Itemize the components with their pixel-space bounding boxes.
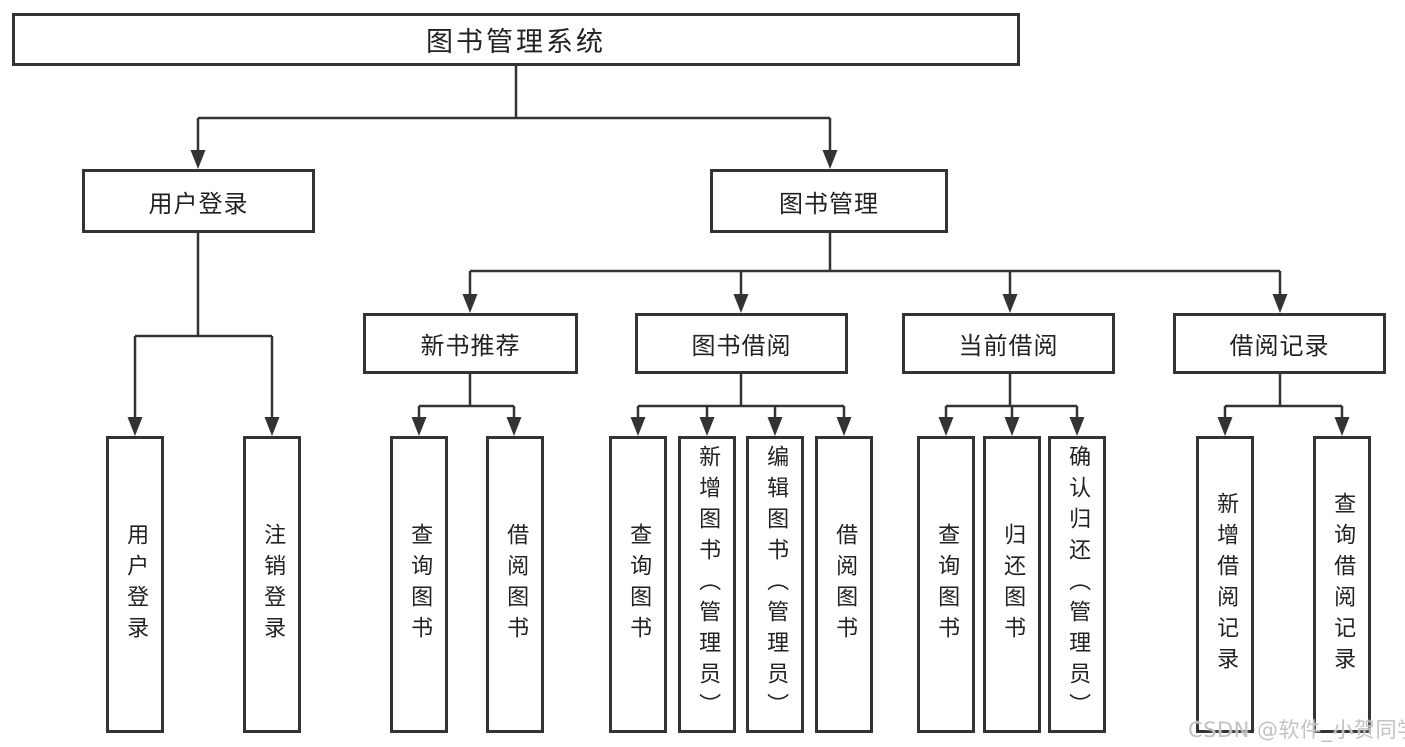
leaf-newbooks-query-box: 查询图书 xyxy=(390,436,448,733)
leaf-user-login-label: 用户登录 xyxy=(123,522,149,647)
node-records-box: 借阅记录 xyxy=(1173,313,1386,374)
watermark: CSDN @软件_小贺同学 xyxy=(1188,718,1405,742)
leaf-borrow-add-box: 新增图书（管理员） xyxy=(678,436,736,733)
node-current-label: 当前借阅 xyxy=(958,332,1059,360)
node-book-mgmt-box: 图书管理 xyxy=(710,169,948,233)
leaf-current-return-box: 归还图书 xyxy=(983,436,1041,733)
leaf-current-confirm-box: 确认归还（管理员） xyxy=(1048,436,1106,733)
node-root-box: 图书管理系统 xyxy=(12,13,1020,66)
node-user-login-box: 用户登录 xyxy=(82,169,315,233)
leaf-current-return-label: 归还图书 xyxy=(1000,522,1026,647)
leaf-newbooks-borrow-label: 借阅图书 xyxy=(503,522,529,647)
leaf-borrow-borrow-box: 借阅图书 xyxy=(815,436,873,733)
node-new-books-box: 新书推荐 xyxy=(363,313,578,374)
node-records-label: 借阅记录 xyxy=(1229,332,1330,360)
leaf-borrow-borrow-label: 借阅图书 xyxy=(832,522,858,647)
leaf-current-query-label: 查询图书 xyxy=(934,522,960,647)
leaf-logout-box: 注销登录 xyxy=(243,436,301,733)
leaf-current-query-box: 查询图书 xyxy=(917,436,975,733)
leaf-borrow-edit-box: 编辑图书（管理员） xyxy=(746,436,804,733)
leaf-records-query-box: 查询借阅记录 xyxy=(1313,436,1371,733)
leaf-records-add-box: 新增借阅记录 xyxy=(1196,436,1254,733)
node-current-box: 当前借阅 xyxy=(902,313,1115,374)
leaf-logout-label: 注销登录 xyxy=(260,522,286,647)
node-root-label: 图书管理系统 xyxy=(426,27,606,58)
node-user-login-label: 用户登录 xyxy=(148,189,249,218)
node-borrow-box: 图书借阅 xyxy=(635,313,848,374)
leaf-borrow-query-label: 查询图书 xyxy=(626,522,652,647)
leaf-current-confirm-label: 确认归还（管理员） xyxy=(1065,445,1091,724)
leaf-borrow-query-box: 查询图书 xyxy=(609,436,667,733)
leaf-user-login-box: 用户登录 xyxy=(106,436,164,733)
leaf-records-add-label: 新增借阅记录 xyxy=(1213,491,1239,678)
leaf-records-query-label: 查询借阅记录 xyxy=(1330,491,1356,678)
leaf-newbooks-borrow-box: 借阅图书 xyxy=(486,436,544,733)
node-borrow-label: 图书借阅 xyxy=(691,332,792,360)
leaf-newbooks-query-label: 查询图书 xyxy=(407,522,433,647)
node-new-books-label: 新书推荐 xyxy=(420,332,521,360)
leaf-borrow-edit-label: 编辑图书（管理员） xyxy=(763,445,789,724)
node-book-mgmt-label: 图书管理 xyxy=(779,189,879,218)
leaf-borrow-add-label: 新增图书（管理员） xyxy=(695,445,721,724)
